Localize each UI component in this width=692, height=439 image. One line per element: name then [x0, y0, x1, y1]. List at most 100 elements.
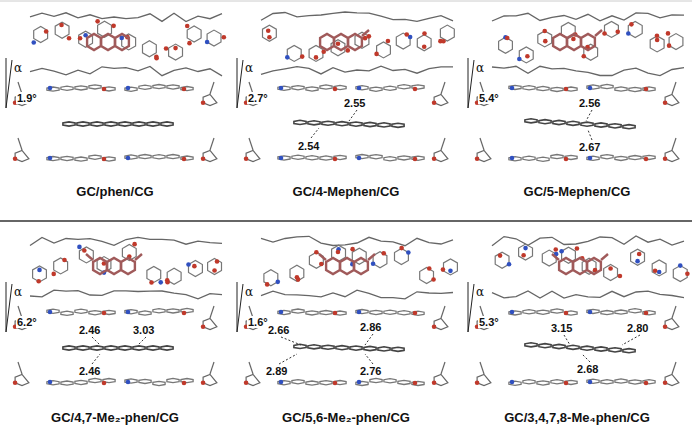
- atom-dot: [432, 157, 437, 162]
- backbone: [672, 82, 676, 94]
- contact-line: [92, 354, 100, 364]
- ligand-ring: [93, 258, 107, 274]
- base-plate: [509, 85, 521, 89]
- base-plate: [537, 381, 549, 385]
- base-plate: [551, 155, 563, 159]
- atom-dot: [381, 251, 386, 256]
- atom-dot: [132, 242, 137, 247]
- atom-dot: [510, 380, 515, 385]
- base-plate: [139, 311, 151, 315]
- base-plate: [587, 309, 599, 313]
- base-ring: [169, 44, 183, 60]
- ligand-plate: [308, 345, 320, 349]
- atom-dot: [357, 310, 362, 315]
- ligand-plate: [525, 119, 537, 123]
- base-ring: [440, 25, 454, 41]
- backbone: [672, 362, 676, 374]
- ligand-plate: [392, 347, 404, 351]
- atom-dot: [543, 39, 548, 44]
- atom-dot: [431, 277, 436, 282]
- atom-dot: [126, 310, 131, 315]
- atom-dot: [37, 268, 42, 273]
- angle-symbol: α: [14, 62, 22, 74]
- base-ring: [34, 27, 48, 43]
- ligand-plate: [91, 346, 103, 350]
- atom-dot: [559, 249, 564, 254]
- atom-dot: [31, 40, 36, 45]
- atom-dot: [333, 381, 338, 386]
- base-plate: [398, 85, 410, 89]
- tilt-angle: 1.6°: [247, 316, 269, 328]
- tilt-angle: 5.4°: [478, 92, 500, 104]
- atom-dot: [275, 280, 280, 285]
- atom-dot: [564, 157, 569, 162]
- ligand-ring: [340, 258, 354, 274]
- base-plate: [278, 381, 290, 385]
- backbone: [480, 362, 484, 374]
- ligand-plate: [392, 123, 404, 127]
- atom-dot: [78, 36, 83, 41]
- base-plate: [643, 311, 655, 315]
- sugar-ring: [665, 374, 679, 385]
- atom-dot: [399, 246, 404, 251]
- distance-label: 3.15: [550, 322, 573, 334]
- ligand-plate: [595, 123, 607, 127]
- base-plate: [292, 86, 304, 90]
- ligand-plate: [147, 346, 159, 350]
- base-plate: [139, 155, 151, 159]
- ligand-plate: [336, 122, 348, 126]
- sugar-ring: [246, 374, 260, 385]
- atom-dot: [422, 31, 427, 36]
- distance-label: 2.46: [78, 324, 101, 336]
- atom-dot: [266, 28, 271, 33]
- atom-dot: [663, 325, 668, 330]
- panel-illustration: [237, 236, 457, 385]
- base-plate: [643, 87, 655, 91]
- angle-axis: [468, 58, 469, 108]
- atom-dot: [374, 52, 379, 57]
- atom-dot: [350, 247, 355, 252]
- backbone: [30, 290, 222, 299]
- atom-dot: [102, 87, 107, 92]
- ligand-plate: [553, 120, 565, 124]
- methyl: [362, 30, 369, 36]
- atom-dot: [432, 325, 437, 330]
- atom-dot: [314, 55, 319, 60]
- atom-dot: [48, 86, 53, 91]
- atom-dot: [602, 31, 607, 36]
- backbone: [30, 67, 222, 76]
- ligand-plate: [133, 122, 145, 126]
- backbone: [249, 138, 253, 150]
- sugar-ring: [665, 318, 679, 329]
- base-plate: [167, 309, 179, 313]
- angle-axis: [468, 282, 469, 332]
- backbone: [492, 236, 684, 246]
- atom-dot: [553, 247, 558, 252]
- atom-dot: [564, 381, 569, 386]
- ligand-plate: [581, 122, 593, 126]
- contact-line: [279, 354, 297, 364]
- atom-dot: [588, 310, 593, 315]
- contact-line: [588, 130, 592, 140]
- base-ring: [290, 265, 304, 281]
- base-plate: [306, 311, 318, 315]
- base-plate: [139, 85, 151, 89]
- contact-line: [349, 110, 357, 121]
- atom-dot: [13, 381, 18, 386]
- ligand-plate: [105, 346, 117, 350]
- base-plate: [47, 309, 59, 313]
- atom-dot: [185, 24, 190, 29]
- ligand-plate: [364, 346, 376, 350]
- atom-dot: [510, 86, 515, 91]
- contact-line: [582, 354, 590, 362]
- panel-title: GC/phen/CG: [76, 184, 153, 199]
- angle-axis: [237, 60, 243, 108]
- ligand-ring: [567, 34, 581, 50]
- atom-dot: [215, 259, 220, 264]
- backbone: [210, 82, 214, 94]
- atom-dot: [655, 34, 660, 39]
- backbone: [30, 237, 222, 245]
- distance-label: 2.54: [297, 140, 320, 152]
- base-plate: [370, 378, 382, 382]
- base-plate: [89, 85, 101, 89]
